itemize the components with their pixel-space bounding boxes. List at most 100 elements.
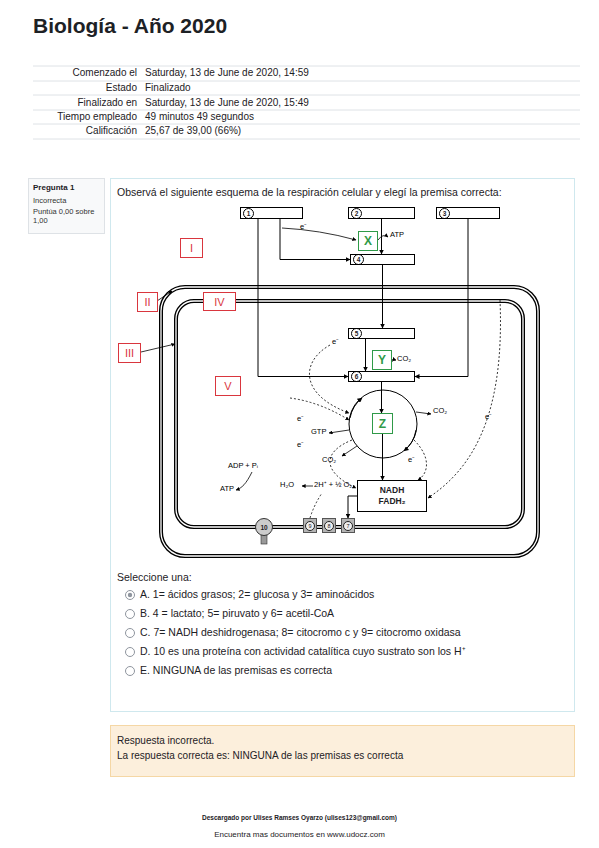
numbered-box: 2	[348, 207, 415, 219]
node-text: I	[190, 242, 193, 254]
question-status: Incorrecta	[33, 196, 66, 205]
numbered-box: 1	[240, 207, 303, 219]
node-text: 2	[351, 208, 362, 219]
radio-button	[126, 667, 135, 676]
node-text: 6	[351, 371, 362, 382]
atp-synthase: 10	[255, 518, 273, 536]
question-number: Pregunta 1	[33, 183, 74, 193]
node-text: 7	[343, 521, 353, 531]
radio-dot	[128, 593, 132, 597]
diagram-label: CO₂	[322, 455, 336, 464]
diagram-label: e⁻	[332, 337, 339, 346]
table-rule	[33, 66, 580, 67]
letter-box: Y	[372, 350, 392, 370]
table-cell: Saturday, 13 de June de 2020, 15:49	[145, 97, 309, 109]
roman-label-box: V	[215, 376, 241, 396]
gtp-arrow	[329, 430, 349, 433]
diagram-label: ATP	[390, 230, 404, 239]
coenzyme-box: NADH FADH₂	[357, 480, 427, 512]
pathway-arrow	[382, 434, 383, 480]
question-text: Observá el siguiente esquema de la respi…	[117, 186, 502, 199]
table-cell: Tiempo empleado	[57, 111, 137, 123]
leader-line	[141, 344, 175, 352]
node-text: 4	[353, 254, 364, 265]
diagram-label: e⁻	[297, 414, 304, 423]
pathway-arrow	[348, 496, 357, 518]
table-cell: Saturday, 13 de June de 2020, 14:59	[145, 67, 309, 79]
pathway-arrow	[381, 219, 382, 254]
node-text: II	[144, 296, 150, 308]
leader-line	[157, 291, 172, 301]
table-rule	[33, 139, 580, 140]
electron-path	[309, 345, 349, 413]
diagram-label: ATP	[220, 484, 234, 493]
co2-arrow	[416, 412, 431, 414]
numbered-box: 3	[436, 207, 500, 219]
diagram-label: e⁻	[485, 412, 492, 421]
feedback-text: Respuesta incorrecta.	[117, 735, 214, 747]
diagram-label: H₂O	[280, 480, 294, 489]
node-text: III	[125, 347, 134, 359]
question-text: B. 4 = lactato; 5= piruvato y 6= acetil-…	[140, 607, 334, 620]
cycle-arrow	[350, 398, 362, 418]
page-title: Biología - Año 2020	[33, 14, 227, 38]
node-text: 8	[324, 521, 334, 531]
outer-membrane	[161, 287, 538, 556]
numbered-box: 4	[350, 254, 415, 265]
roman-label-box: IV	[203, 292, 236, 311]
table-rule	[33, 95, 580, 96]
diagram-label: e⁻	[297, 440, 304, 449]
numbered-box: 5	[348, 328, 415, 339]
question-text: Seleccione una:	[117, 571, 192, 584]
table-rule	[33, 124, 580, 125]
table-cell: Finalizado	[145, 82, 191, 94]
atp-arrow	[378, 236, 388, 240]
node-text: Z	[379, 417, 386, 431]
diagram-label: 2H⁺ + ½ O₂	[314, 480, 352, 489]
radio-button	[126, 629, 135, 638]
radio-button	[126, 648, 135, 657]
table-cell: 25,67 de 39,00 (66%)	[145, 125, 241, 137]
node-text: 3	[439, 208, 450, 219]
diagram-label: CO₂	[397, 354, 411, 363]
pathway-arrow	[258, 219, 348, 377]
roman-label-box: II	[137, 292, 158, 312]
footer-note: Descargado por Ulises Ramses Oyarzo (uli…	[0, 814, 599, 822]
pathway-arrow	[365, 339, 366, 371]
node-text: 10	[260, 524, 267, 531]
question-text: E. NINGUNA de las premisas es correcta	[140, 664, 332, 677]
table-rule	[33, 81, 580, 82]
electron-arrow	[282, 228, 356, 240]
diagram-label: e⁻	[408, 455, 415, 464]
node-text: V	[224, 380, 231, 392]
letter-box: Z	[372, 413, 393, 434]
diagram-label: ADP + Pᵢ	[228, 461, 258, 470]
table-cell: 49 minutos 49 segundos	[145, 111, 254, 123]
node-text: 1	[243, 208, 254, 219]
feedback-text: La respuesta correcta es: NINGUNA de las…	[117, 750, 403, 762]
chain-complex: 8	[322, 518, 336, 533]
synthesis-arrow	[236, 472, 252, 490]
footer-note: Encuentra mas documentos en www.udocz.co…	[0, 830, 599, 840]
node-text: 5	[351, 328, 362, 339]
pathway-arrow	[381, 382, 382, 413]
node-text: NADH FADH₂	[372, 485, 412, 507]
question-text: D. 10 es una proteína con actividad cata…	[140, 645, 466, 658]
water-arrow	[302, 486, 313, 487]
co2-arrow	[342, 446, 357, 456]
diagram-label: GTP	[311, 427, 326, 436]
radio-button	[126, 610, 135, 619]
node-text: Y	[378, 353, 386, 367]
question-text: A. 1= ácidos grasos; 2= glucosa y 3= ami…	[140, 588, 374, 601]
electron-path	[414, 440, 427, 480]
roman-label-box: I	[180, 238, 203, 258]
table-cell: Comenzado el	[73, 67, 137, 79]
radio-button	[126, 591, 135, 600]
pathway-arrow	[415, 219, 468, 377]
roman-label-box: III	[118, 343, 141, 363]
chain-complex: 7	[341, 518, 355, 533]
outer-membrane-gap	[161, 287, 538, 556]
table-rule	[33, 110, 580, 111]
node-text: IV	[214, 296, 224, 308]
